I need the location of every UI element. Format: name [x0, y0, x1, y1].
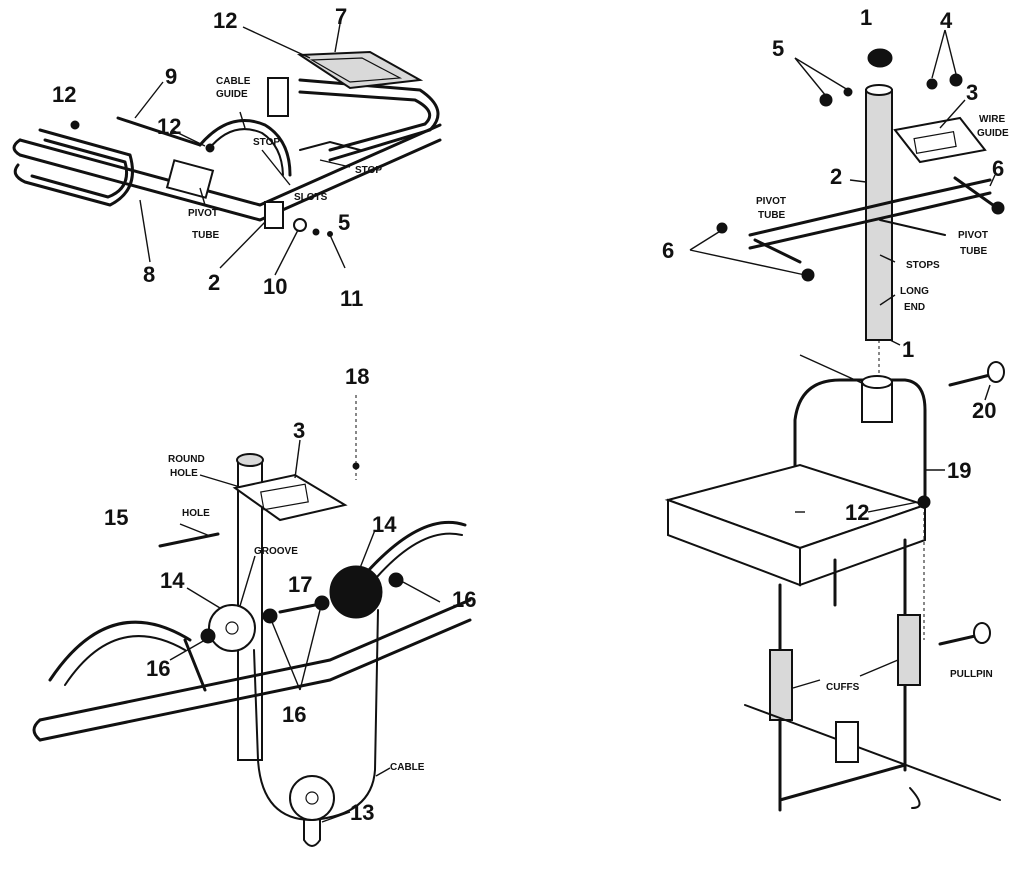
callout-a-12-mid: 12 [157, 114, 181, 139]
panel-a-base-frame [12, 50, 442, 269]
panel-d-text: 20 19 12 CUFFS PULLPIN [826, 398, 996, 693]
callout-a-12-top: 12 [213, 8, 237, 33]
label-wire-guide-2: GUIDE [977, 128, 1009, 139]
callout-b-1-bottom: 1 [902, 337, 914, 362]
label-wire-guide-1: WIRE [979, 114, 1005, 125]
panel-a-leaders [134, 23, 351, 276]
callout-a-8: 8 [143, 262, 155, 287]
label-hole: HOLE [182, 508, 210, 519]
callout-c-18-top: 18 [345, 364, 369, 389]
callout-b-1-top: 1 [860, 5, 872, 30]
callout-a-9: 9 [165, 64, 177, 89]
label-stop-left: STOP [253, 137, 280, 148]
callout-c-16-left: 16 [146, 656, 170, 681]
label-long-end-2: END [904, 302, 925, 313]
label-pivot-tube-1: PIVOT [188, 208, 218, 219]
label-stops: STOPS [906, 260, 940, 271]
callout-b-6-right: 6 [992, 156, 1004, 181]
panel-c-pulley-assembly [32, 395, 472, 847]
label-stop-right: STOP [355, 165, 382, 176]
callout-a-10: 10 [263, 274, 287, 299]
label-cable-guide-2: GUIDE [216, 89, 248, 100]
callout-c-3: 3 [293, 418, 305, 443]
panel-b-post-assembly [716, 48, 1005, 380]
label-pivot-tube-left-2: TUBE [758, 210, 786, 221]
label-round-hole-1: ROUND [168, 454, 205, 465]
callout-d-12: 12 [845, 500, 869, 525]
panel-c-text: 18 3 15 14 14 17 16 16 16 13 ROUND HOLE … [104, 364, 476, 825]
label-cable-guide-1: CABLE [216, 76, 251, 87]
label-pivot-tube-left-1: PIVOT [756, 196, 786, 207]
callout-c-17: 17 [288, 572, 312, 597]
label-slots: SLOTS [294, 192, 328, 203]
label-cuffs: CUFFS [826, 682, 860, 693]
panel-a-text: 12 7 12 9 12 8 2 10 5 11 CABLE GUIDE STO… [52, 4, 382, 311]
callout-b-5: 5 [772, 36, 784, 61]
panel-c-leaders [169, 439, 441, 823]
panel-d-leaders [792, 354, 991, 689]
callout-c-14-right: 14 [372, 512, 397, 537]
label-pivot-tube-right-2: TUBE [960, 246, 988, 257]
callout-c-15: 15 [104, 505, 128, 530]
callout-a-11: 11 [340, 286, 363, 311]
label-long-end-1: LONG [900, 286, 929, 297]
callout-d-20: 20 [972, 398, 996, 423]
callout-b-2: 2 [830, 164, 842, 189]
callout-a-7: 7 [335, 4, 347, 29]
callout-a-2: 2 [208, 270, 220, 295]
callout-b-3: 3 [966, 80, 978, 105]
callout-c-16-bottom: 16 [282, 702, 306, 727]
label-pivot-tube-right-1: PIVOT [958, 230, 988, 241]
callout-c-13: 13 [350, 800, 374, 825]
callout-a-5: 5 [338, 210, 350, 235]
callout-d-19: 19 [947, 458, 971, 483]
callout-a-12-left: 12 [52, 82, 76, 107]
panel-b-text: 1 5 4 3 2 6 6 1 WIRE GUIDE PIVOT TUBE PI… [662, 5, 1009, 362]
label-round-hole-2: HOLE [170, 468, 198, 479]
callout-c-14-left: 14 [160, 568, 185, 593]
label-groove: GROOVE [254, 546, 298, 557]
label-pivot-tube-2: TUBE [192, 230, 220, 241]
callout-c-16-right: 16 [452, 587, 476, 612]
callout-b-6-left: 6 [662, 238, 674, 263]
callout-b-4: 4 [940, 8, 953, 33]
panel-d-seat-assembly [664, 361, 1005, 812]
panel-b-leaders [689, 29, 996, 346]
label-cable: CABLE [390, 762, 425, 773]
label-pull-pin: PULLPIN [950, 669, 993, 680]
